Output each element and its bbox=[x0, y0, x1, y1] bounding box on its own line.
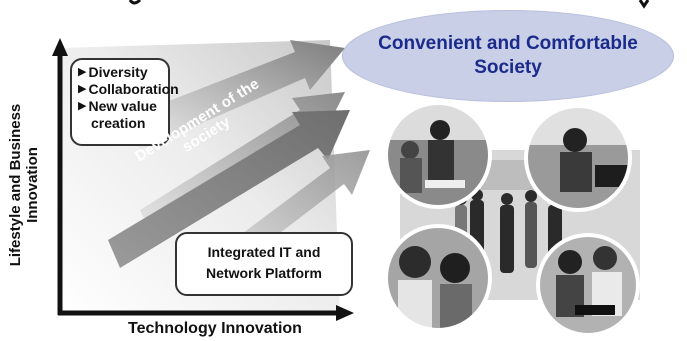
list-item-text: creation bbox=[91, 115, 146, 131]
triangle-bullet-icon: ▶ bbox=[78, 83, 87, 95]
photo-couple-laptop bbox=[538, 235, 638, 335]
platform-line-2: Network Platform bbox=[206, 265, 322, 281]
goal-line-1: Convenient and Comfortable bbox=[378, 33, 638, 54]
list-item: ▶ Collaboration bbox=[78, 81, 179, 98]
y-axis-label-line-2: Innovation bbox=[24, 147, 41, 223]
list-item: creation bbox=[78, 115, 162, 132]
value-list-box: ▶ Diversity ▶ Collaboration ▶ New value … bbox=[70, 58, 179, 146]
platform-line-1: Integrated IT and bbox=[207, 244, 321, 260]
y-axis-arrowhead bbox=[52, 38, 68, 56]
arrow-top bbox=[120, 40, 345, 150]
x-axis-arrowhead bbox=[336, 305, 354, 321]
triangle-bullet-icon: ▶ bbox=[78, 66, 87, 78]
y-axis-label-line-1: Lifestyle and Business bbox=[7, 103, 24, 267]
goal-line-2: Society bbox=[474, 57, 542, 78]
list-item-text: New value bbox=[88, 98, 157, 114]
list-item: ▶ New value bbox=[78, 98, 162, 115]
x-axis-label: Technology Innovation bbox=[128, 320, 302, 337]
clipped-title-glyph bbox=[128, 0, 142, 5]
clipped-title-glyph bbox=[638, 0, 650, 9]
title-strip bbox=[0, 0, 687, 6]
list-item-text: Diversity bbox=[88, 64, 148, 80]
goal-ellipse: Convenient and Comfortable Society bbox=[342, 10, 674, 102]
list-item-text: Collaboration bbox=[88, 81, 179, 97]
arrow-development bbox=[108, 110, 350, 268]
triangle-bullet-icon: ▶ bbox=[78, 100, 87, 112]
list-item: ▶ Diversity bbox=[78, 64, 162, 81]
platform-box: Integrated IT and Network Platform bbox=[175, 232, 353, 296]
photo-friends-smiling bbox=[386, 226, 490, 330]
y-axis-label: Lifestyle and Business Innovation bbox=[7, 70, 41, 300]
